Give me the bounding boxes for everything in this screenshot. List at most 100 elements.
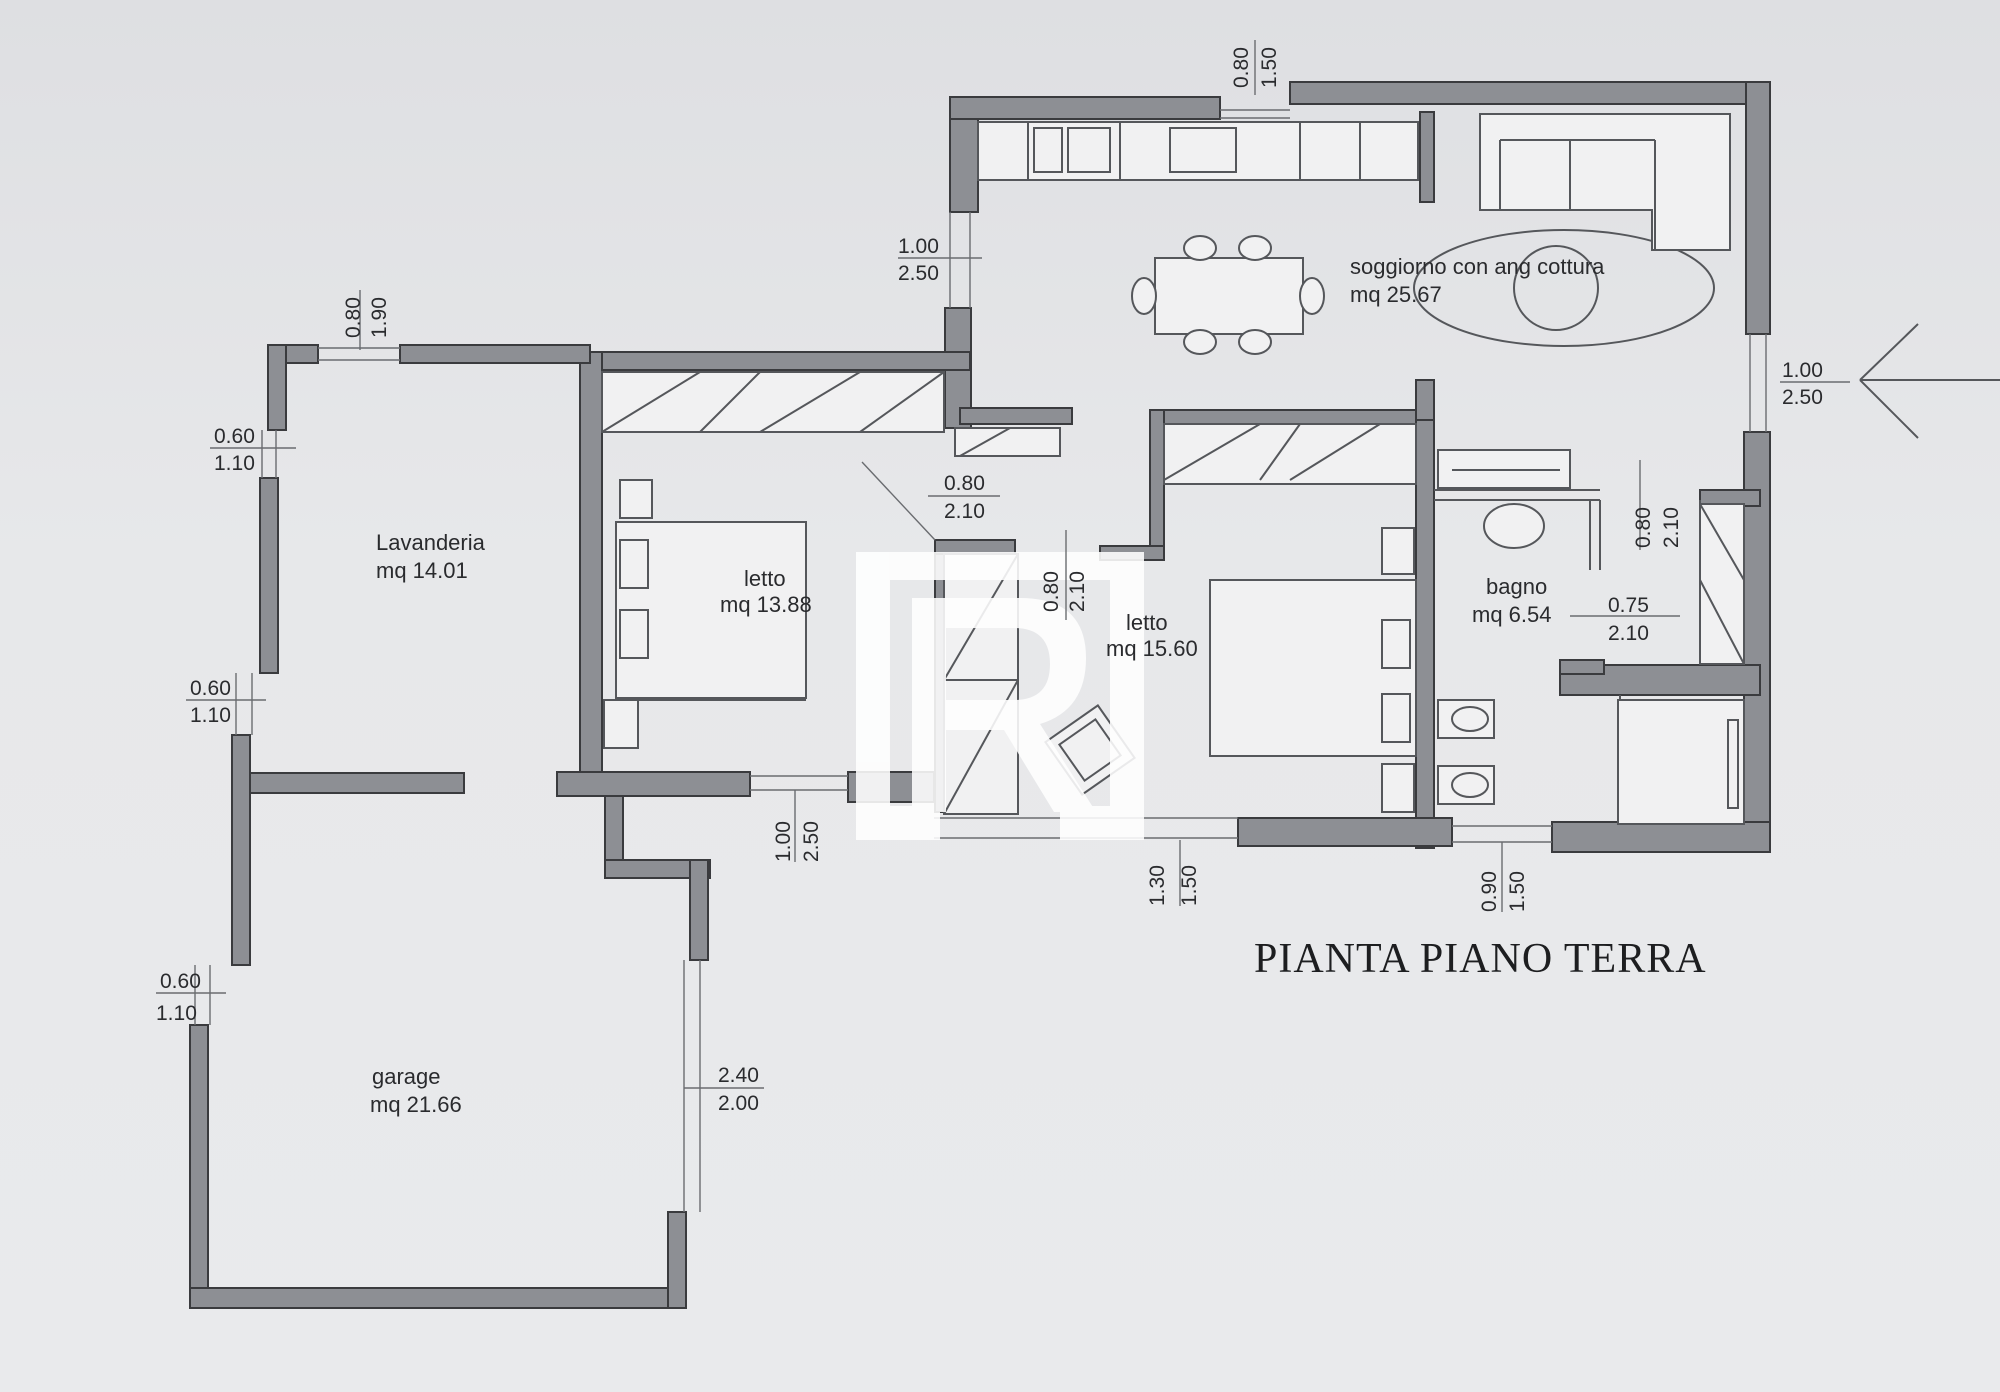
dimension-top-window: 0.80 1.50 bbox=[1230, 40, 1281, 95]
room-name-letto-1: letto bbox=[744, 566, 786, 591]
room-area-letto-2: mq 15.60 bbox=[1106, 636, 1198, 661]
wall bbox=[556, 771, 751, 797]
svg-text:2.50: 2.50 bbox=[800, 821, 823, 862]
wall bbox=[1149, 409, 1417, 425]
dimension-garage-door: 2.40 2.00 bbox=[684, 1064, 764, 1115]
room-area-bagno: mq 6.54 bbox=[1472, 602, 1552, 627]
washbasin bbox=[1483, 503, 1545, 549]
room-area-letto-1: mq 13.88 bbox=[720, 592, 812, 617]
wall bbox=[934, 539, 1016, 555]
room-name-letto-2: letto bbox=[1126, 610, 1168, 635]
wall bbox=[689, 859, 709, 961]
dimension-bath-inner-door: 0.75 2.10 bbox=[1570, 594, 1680, 645]
sofa bbox=[1479, 113, 1731, 251]
dimension-laundry-top: 0.80 1.90 bbox=[342, 290, 391, 350]
watermark-logo bbox=[856, 552, 1144, 840]
dimension-hall-door: 0.80 2.10 bbox=[928, 472, 1000, 523]
wall bbox=[579, 351, 603, 791]
svg-text:2.50: 2.50 bbox=[1782, 386, 1823, 409]
wall bbox=[267, 344, 287, 431]
wall bbox=[667, 1211, 687, 1309]
svg-text:2.10: 2.10 bbox=[1660, 507, 1683, 548]
wall bbox=[231, 734, 251, 966]
wall bbox=[949, 96, 1221, 120]
wall bbox=[189, 1287, 683, 1309]
wall bbox=[259, 477, 279, 674]
wall bbox=[1551, 821, 1771, 853]
svg-text:1.00: 1.00 bbox=[772, 821, 795, 862]
wall bbox=[1149, 409, 1165, 561]
wall bbox=[399, 344, 591, 364]
dimension-bedroom2-bottom: 1.30 1.50 bbox=[1146, 840, 1201, 906]
wall bbox=[1289, 81, 1769, 105]
svg-text:1.90: 1.90 bbox=[368, 297, 391, 338]
dimension-bedroom1-bottom: 1.00 2.50 bbox=[772, 790, 823, 862]
svg-text:1.10: 1.10 bbox=[156, 1002, 197, 1025]
svg-text:2.10: 2.10 bbox=[1066, 571, 1089, 612]
dimension-entrance-right: 1.00 2.50 bbox=[1780, 359, 1850, 409]
room-area-garage: mq 21.66 bbox=[370, 1092, 462, 1117]
dimension-bath-door: 0.80 2.10 bbox=[1632, 460, 1683, 550]
wall bbox=[604, 859, 711, 879]
wall bbox=[1745, 81, 1771, 335]
svg-text:0.90: 0.90 bbox=[1478, 871, 1501, 912]
room-name-lavanderia: Lavanderia bbox=[376, 530, 486, 555]
dimension-laundry-left-lower: 0.60 1.10 bbox=[186, 677, 266, 727]
svg-text:2.10: 2.10 bbox=[944, 500, 985, 523]
svg-text:0.80: 0.80 bbox=[1040, 571, 1063, 612]
furniture bbox=[601, 113, 1745, 825]
wall bbox=[579, 351, 971, 371]
svg-text:1.50: 1.50 bbox=[1178, 865, 1201, 906]
svg-text:1.30: 1.30 bbox=[1146, 865, 1169, 906]
room-name-bagno: bagno bbox=[1486, 574, 1547, 599]
svg-text:0.60: 0.60 bbox=[214, 425, 255, 448]
svg-text:0.80: 0.80 bbox=[342, 297, 365, 338]
wardrobe bbox=[1163, 423, 1417, 485]
closet bbox=[943, 553, 1019, 815]
sink bbox=[1033, 127, 1063, 173]
wardrobe bbox=[601, 371, 945, 433]
svg-text:0.60: 0.60 bbox=[190, 677, 231, 700]
svg-text:2.00: 2.00 bbox=[718, 1092, 759, 1115]
wall bbox=[189, 1024, 209, 1306]
dimension-garage-left: 0.60 1.10 bbox=[156, 970, 226, 1025]
entrance-arrow-icon bbox=[1859, 323, 2000, 439]
svg-text:1.10: 1.10 bbox=[214, 452, 255, 475]
rug bbox=[1413, 229, 1715, 347]
stove bbox=[1169, 127, 1237, 173]
svg-text:0.60: 0.60 bbox=[160, 970, 201, 993]
svg-text:2.50: 2.50 bbox=[898, 262, 939, 285]
room-name-garage: garage bbox=[372, 1064, 441, 1089]
sink bbox=[1067, 127, 1111, 173]
room-name-soggiorno: soggiorno con ang cottura bbox=[1350, 254, 1605, 279]
wall bbox=[1237, 817, 1453, 847]
svg-text:1.00: 1.00 bbox=[898, 235, 939, 258]
wall bbox=[1419, 111, 1435, 203]
svg-text:1.50: 1.50 bbox=[1506, 871, 1529, 912]
svg-text:2.40: 2.40 bbox=[718, 1064, 759, 1087]
room-area-lavanderia: mq 14.01 bbox=[376, 558, 468, 583]
room-area-soggiorno: mq 25.67 bbox=[1350, 282, 1442, 307]
shower bbox=[1699, 503, 1745, 665]
dimension-kitchen-left: 1.00 2.50 bbox=[898, 235, 982, 285]
wall bbox=[1415, 419, 1435, 849]
svg-text:1.00: 1.00 bbox=[1782, 359, 1823, 382]
wall bbox=[249, 772, 465, 794]
tub bbox=[1617, 699, 1745, 825]
dimension-bath-bottom: 0.90 1.50 bbox=[1478, 842, 1529, 912]
coffee-table bbox=[1513, 245, 1599, 331]
dining-table bbox=[1154, 257, 1304, 335]
plan-title: PIANTA PIANO TERRA bbox=[1254, 936, 1707, 982]
wall bbox=[959, 407, 1073, 425]
wall bbox=[1559, 659, 1605, 675]
svg-text:1.10: 1.10 bbox=[190, 704, 231, 727]
dimension-laundry-left-upper: 0.60 1.10 bbox=[210, 425, 296, 475]
svg-text:0.75: 0.75 bbox=[1608, 594, 1649, 617]
svg-text:2.10: 2.10 bbox=[1608, 622, 1649, 645]
dimension-bedroom-door: 0.80 2.10 bbox=[1040, 530, 1089, 620]
svg-text:0.80: 0.80 bbox=[1230, 47, 1253, 88]
svg-text:0.80: 0.80 bbox=[1632, 507, 1655, 548]
svg-text:0.80: 0.80 bbox=[944, 472, 985, 495]
svg-text:1.50: 1.50 bbox=[1258, 47, 1281, 88]
